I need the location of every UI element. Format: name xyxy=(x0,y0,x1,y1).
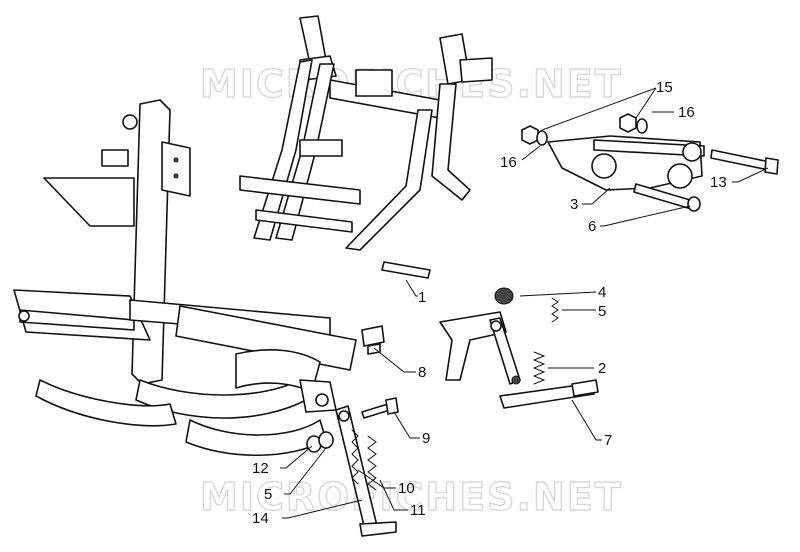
frame xyxy=(13,15,493,457)
callout-6: 6 xyxy=(588,218,596,235)
part-15-16-nuts-washers xyxy=(521,113,648,146)
watermark-bottom: MICROFICHES.NET xyxy=(200,475,623,519)
callout-8: 8 xyxy=(418,364,426,381)
part-6-bolt xyxy=(633,183,701,212)
part-13-long-bolt xyxy=(710,149,779,175)
callout-2: 2 xyxy=(598,360,606,377)
callout-4: 4 xyxy=(598,284,606,301)
callout-5-left: 5 xyxy=(264,486,272,503)
callout-7: 7 xyxy=(604,432,612,449)
callout-16-left: 16 xyxy=(500,154,517,171)
part-12-washer xyxy=(306,431,334,453)
part-2-spring xyxy=(532,351,546,385)
part-9-bolt xyxy=(361,397,399,419)
part-14-side-stand xyxy=(335,405,397,537)
callout-5-right: 5 xyxy=(598,303,606,320)
callout-16-right: 16 xyxy=(678,104,695,121)
leader-lines xyxy=(280,87,769,519)
part-1-pin xyxy=(381,261,431,279)
callout-labels: 1 8 9 4 5 2 7 3 6 13 15 16 16 12 5 10 11… xyxy=(252,79,727,527)
callout-12: 12 xyxy=(252,460,269,477)
part-7-centre-stand xyxy=(439,311,599,409)
callout-14: 14 xyxy=(252,510,269,527)
part-3-engine-mount xyxy=(547,135,705,191)
callout-1: 1 xyxy=(418,289,426,306)
part-5-small-spring xyxy=(551,297,559,323)
callout-13: 13 xyxy=(710,174,727,191)
part-4-bumper xyxy=(494,287,514,305)
callout-11: 11 xyxy=(410,502,426,519)
callout-9: 9 xyxy=(422,430,430,447)
callout-10: 10 xyxy=(398,480,415,497)
callout-3: 3 xyxy=(570,196,578,213)
callout-15: 15 xyxy=(656,79,673,96)
part-10-11-springs xyxy=(351,429,377,491)
part-8-rubber-block xyxy=(361,325,385,355)
